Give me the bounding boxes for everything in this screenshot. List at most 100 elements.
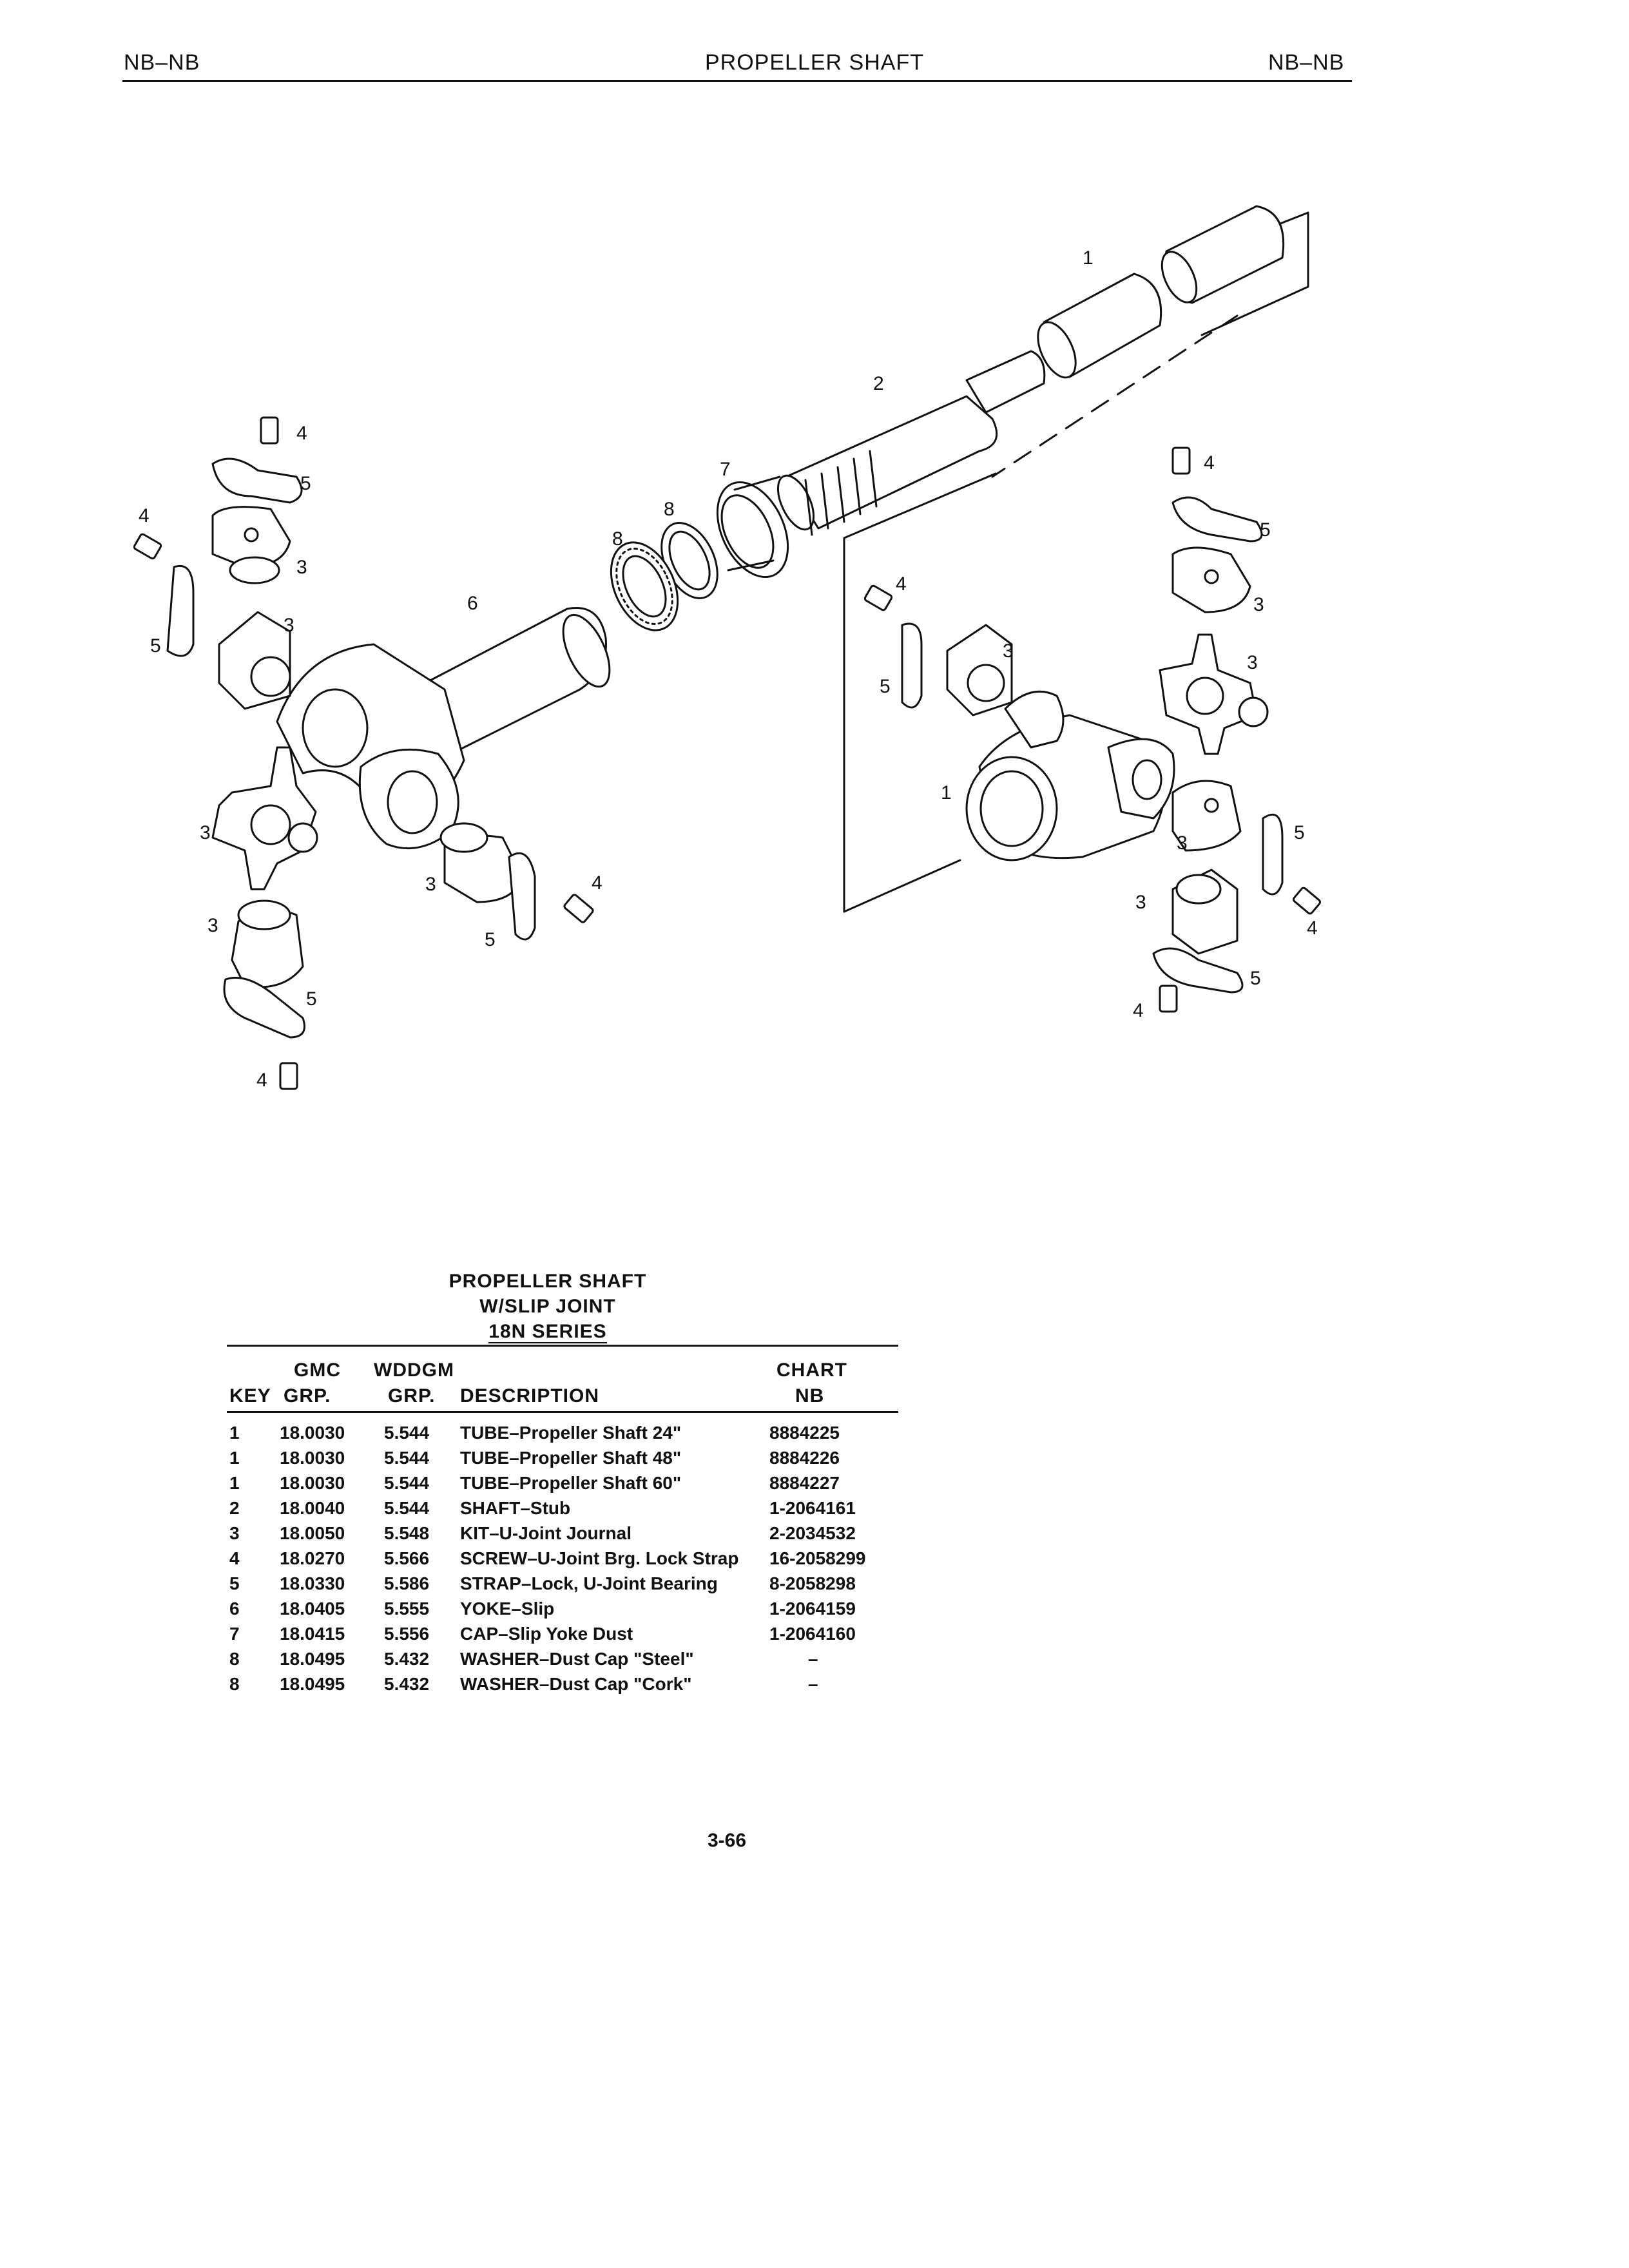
row-wddgm: 5.544 [384, 1473, 430, 1493]
row-gmc: 18.0050 [280, 1523, 345, 1543]
row-key: 3 [229, 1523, 240, 1543]
row-key: 5 [229, 1573, 240, 1593]
screw-parts [133, 416, 1322, 1090]
bearing-cup-right-lower [1171, 780, 1242, 852]
callout-2: 2 [873, 373, 884, 394]
table-row: 1 18.0030 5.544 TUBE–Propeller Shaft 48"… [0, 1448, 1629, 1474]
row-nb: 8884225 [769, 1423, 840, 1443]
callout-4-b: 4 [139, 505, 149, 526]
callout-3-g: 3 [1247, 652, 1258, 673]
row-description: YOKE–Slip [460, 1599, 555, 1619]
row-nb: 16-2058299 [769, 1548, 866, 1568]
col-key: KEY [229, 1385, 271, 1407]
table-row: 1 18.0030 5.544 TUBE–Propeller Shaft 60"… [0, 1473, 1629, 1499]
table-row: 2 18.0040 5.544 SHAFT–Stub 1-2064161 [0, 1498, 1629, 1524]
callout-3-h: 3 [1003, 640, 1014, 662]
callout-5-f: 5 [880, 676, 891, 697]
row-wddgm: 5.566 [384, 1548, 430, 1568]
row-description: TUBE–Propeller Shaft 60" [460, 1473, 682, 1493]
tube-part [1037, 205, 1285, 379]
callout-4-f: 4 [896, 573, 907, 595]
col-wddgm: GRP. [388, 1385, 436, 1407]
callout-5-g: 5 [1294, 822, 1305, 843]
table-row: 1 18.0030 5.544 TUBE–Propeller Shaft 24"… [0, 1423, 1629, 1448]
row-wddgm: 5.555 [384, 1599, 430, 1619]
callout-5-a: 5 [300, 473, 311, 494]
row-key: 8 [229, 1649, 240, 1669]
row-wddgm: 5.586 [384, 1573, 430, 1593]
row-gmc: 18.0030 [280, 1473, 345, 1493]
row-wddgm: 5.544 [384, 1448, 430, 1468]
row-wddgm: 5.544 [384, 1498, 430, 1518]
callout-5-h: 5 [1250, 968, 1261, 989]
row-wddgm: 5.556 [384, 1624, 430, 1644]
bearing-cup-right-mid [946, 624, 1013, 716]
bearing-cup-left-bottom [439, 822, 523, 903]
callout-labels: 1 2 7 8 8 6 4 5 4 3 3 5 3 3 5 4 3 4 5 4 … [139, 247, 1318, 1091]
bearing-cup-left-upper [211, 506, 291, 584]
row-key: 7 [229, 1624, 240, 1644]
row-gmc: 18.0330 [280, 1573, 345, 1593]
callout-3-d: 3 [207, 915, 218, 936]
bearing-cup-right-bottom [1171, 869, 1239, 955]
col-gmc: GRP. [284, 1385, 331, 1407]
callout-3-a: 3 [296, 557, 307, 578]
row-description: STRAP–Lock, U-Joint Bearing [460, 1573, 718, 1593]
row-gmc: 18.0040 [280, 1498, 345, 1518]
table-title-line-2: W/SLIP JOINT [479, 1296, 616, 1317]
row-nb: 8884227 [769, 1473, 840, 1493]
col-wddgm-top: WDDGM [374, 1360, 454, 1381]
table-title-line-3-text: 18N SERIES [488, 1321, 607, 1343]
callout-5-c: 5 [306, 988, 317, 1010]
row-wddgm: 5.544 [384, 1423, 430, 1443]
col-description: DESCRIPTION [460, 1385, 600, 1407]
stub-shaft-part [776, 350, 1046, 536]
row-key: 8 [229, 1674, 240, 1694]
callout-4-c: 4 [256, 1070, 267, 1091]
callout-1-top: 1 [1083, 247, 1094, 269]
callout-8-b: 8 [612, 528, 623, 550]
callout-3-b: 3 [284, 615, 294, 636]
washer-cork-part [610, 541, 679, 631]
row-description: KIT–U-Joint Journal [460, 1523, 632, 1543]
callout-4-e: 4 [1204, 452, 1215, 474]
row-key: 1 [229, 1473, 240, 1493]
row-wddgm: 5.432 [384, 1674, 430, 1694]
row-nb: 2-2034532 [769, 1523, 856, 1543]
page-title: PROPELLER SHAFT [705, 50, 924, 75]
lock-strap-parts [166, 457, 1284, 1039]
table-row: 4 18.0270 5.566 SCREW–U-Joint Brg. Lock … [0, 1548, 1629, 1574]
table-row: 5 18.0330 5.586 STRAP–Lock, U-Joint Bear… [0, 1573, 1629, 1599]
header-rule [122, 80, 1352, 82]
row-key: 1 [229, 1448, 240, 1468]
bearing-cup-right-upper [1171, 546, 1251, 613]
row-description: SCREW–U-Joint Brg. Lock Strap [460, 1548, 739, 1568]
row-description: TUBE–Propeller Shaft 24" [460, 1423, 682, 1443]
bearing-cup-left-lower [231, 899, 304, 988]
row-nb: – [808, 1674, 818, 1694]
header-right-code: NB–NB [1268, 50, 1345, 75]
header-left-code: NB–NB [124, 50, 200, 75]
row-gmc: 18.0030 [280, 1423, 345, 1443]
propeller-shaft-exploded-diagram: 1 2 7 8 8 6 4 5 4 3 3 5 3 3 5 4 3 4 5 4 … [133, 205, 1322, 1091]
callout-5-b: 5 [150, 635, 161, 657]
row-description: WASHER–Dust Cap "Steel" [460, 1649, 694, 1669]
u-joint-journal-left [211, 746, 318, 890]
callout-4-d: 4 [592, 872, 602, 894]
callout-3-j: 3 [1135, 892, 1146, 913]
callout-7: 7 [720, 459, 731, 480]
u-joint-journal-right [1159, 633, 1269, 755]
slip-yoke-part [276, 607, 611, 850]
table-row: 3 18.0050 5.548 KIT–U-Joint Journal 2-20… [0, 1523, 1629, 1549]
row-wddgm: 5.548 [384, 1523, 430, 1543]
row-gmc: 18.0030 [280, 1448, 345, 1468]
row-nb: 1-2064159 [769, 1599, 856, 1619]
row-nb: 8884226 [769, 1448, 840, 1468]
table-row: 8 18.0495 5.432 WASHER–Dust Cap "Steel" … [0, 1649, 1629, 1675]
dust-cap-part [716, 476, 789, 579]
row-gmc: 18.0270 [280, 1548, 345, 1568]
row-key: 6 [229, 1599, 240, 1619]
row-description: WASHER–Dust Cap "Cork" [460, 1674, 692, 1694]
row-nb: 1-2064160 [769, 1624, 856, 1644]
col-chart-top: CHART [776, 1360, 847, 1381]
